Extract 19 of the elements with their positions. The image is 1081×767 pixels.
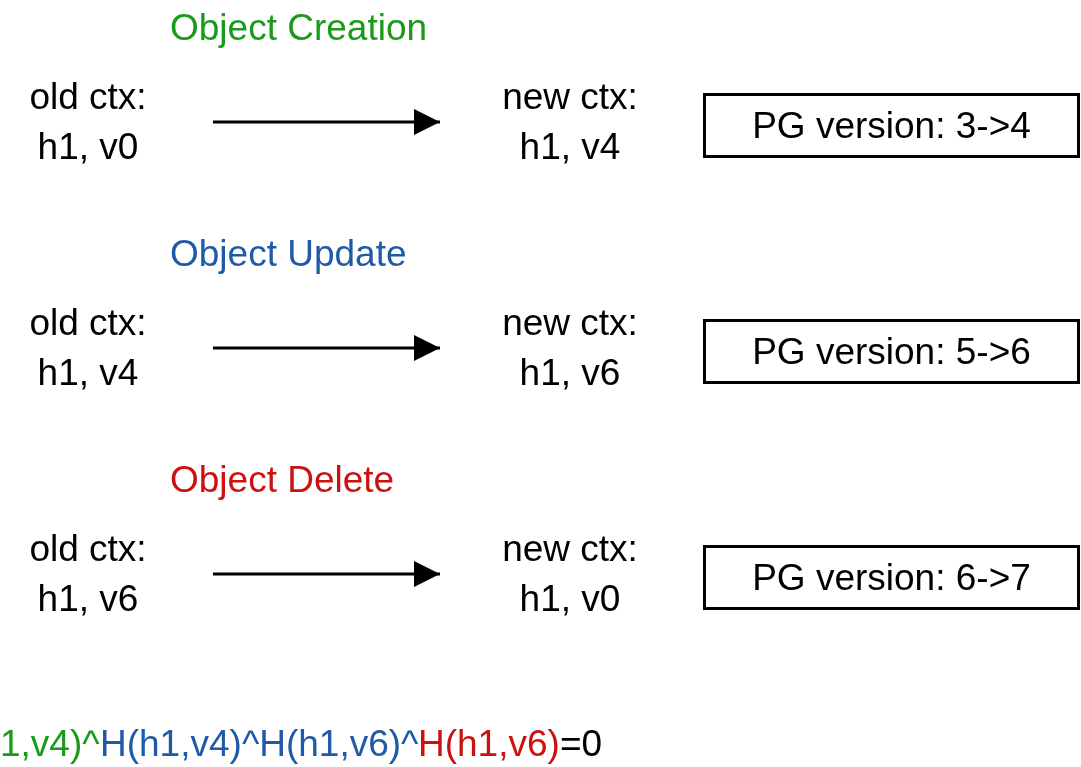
formula-text: H(h1,v4)^H(h1,v6)^ [100, 722, 419, 766]
formula-text: 1,v4)^ [0, 722, 100, 766]
context-text: new ctx: h1, v0 [484, 524, 656, 624]
context-text: old ctx: h1, v6 [8, 524, 168, 624]
formula-text: H(h1,v6) [418, 722, 560, 766]
arrow [213, 335, 440, 361]
context-text: old ctx: h1, v4 [8, 298, 168, 398]
version-box: PG version: 5->6 [703, 319, 1080, 384]
formula-text: =0 [560, 722, 603, 766]
section-heading: Object Creation [170, 6, 428, 50]
context-text: new ctx: h1, v4 [484, 72, 656, 172]
arrow [213, 561, 440, 587]
arrow [213, 109, 440, 135]
section-heading: Object Delete [170, 458, 395, 502]
version-box: PG version: 3->4 [703, 93, 1080, 158]
section-heading: Object Update [170, 232, 407, 276]
context-text: new ctx: h1, v6 [484, 298, 656, 398]
version-box: PG version: 6->7 [703, 545, 1080, 610]
context-text: old ctx: h1, v0 [8, 72, 168, 172]
